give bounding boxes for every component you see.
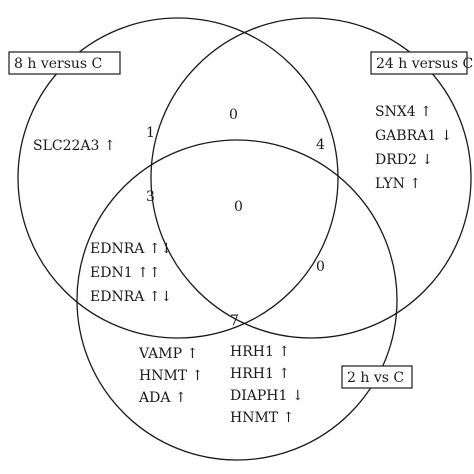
gene-24h-only-2: GABRA1 ↓: [375, 128, 452, 144]
set-circle-2h: [76, 139, 398, 461]
svg-text:24 h versus C: 24 h versus C: [376, 56, 473, 72]
svg-text:8 h versus C: 8 h versus C: [14, 56, 102, 72]
gene-2h-only-3: ADA ↑: [138, 390, 187, 406]
count-24h-2h: 0: [316, 259, 325, 275]
gene-2h-only-6: DIAPH1 ↓: [230, 388, 304, 404]
svg-text:2 h vs C: 2 h vs C: [347, 370, 404, 386]
count-all-three: 0: [234, 199, 243, 215]
gene-24h-only-1: SNX4 ↑: [375, 104, 432, 120]
gene-2h-only-5: HRH1 ↑: [230, 366, 290, 382]
gene-8h-2h-1: EDNRA ↑↓: [90, 241, 172, 257]
gene-8h-2h-3: EDNRA ↑↓: [90, 289, 172, 305]
count-8h-only: 1: [146, 125, 155, 141]
count-2h-only: 7: [230, 313, 239, 329]
set-label-24h: 24 h versus C: [370, 51, 473, 75]
count-8h-2h: 3: [146, 189, 155, 205]
gene-2h-only-7: HNMT ↑: [230, 410, 294, 426]
gene-2h-only-4: HRH1 ↑: [230, 344, 290, 360]
gene-8h-2h-2: EDN1 ↑↑: [90, 265, 161, 281]
set-label-2h: 2 h vs C: [341, 365, 413, 389]
count-8h-24h: 0: [229, 107, 238, 123]
gene-24h-only-4: LYN ↑: [375, 176, 421, 192]
set-label-8h: 8 h versus C: [8, 51, 121, 75]
set-circle-8h: [17, 17, 339, 339]
gene-8h-only-1: SLC22A3 ↑: [33, 138, 116, 154]
gene-2h-only-1: VAMP ↑: [138, 346, 198, 362]
gene-2h-only-2: HNMT ↑: [139, 368, 203, 384]
gene-24h-only-3: DRD2 ↓: [375, 152, 433, 168]
count-24h-only: 4: [316, 137, 325, 153]
set-circle-24h: [150, 17, 472, 339]
